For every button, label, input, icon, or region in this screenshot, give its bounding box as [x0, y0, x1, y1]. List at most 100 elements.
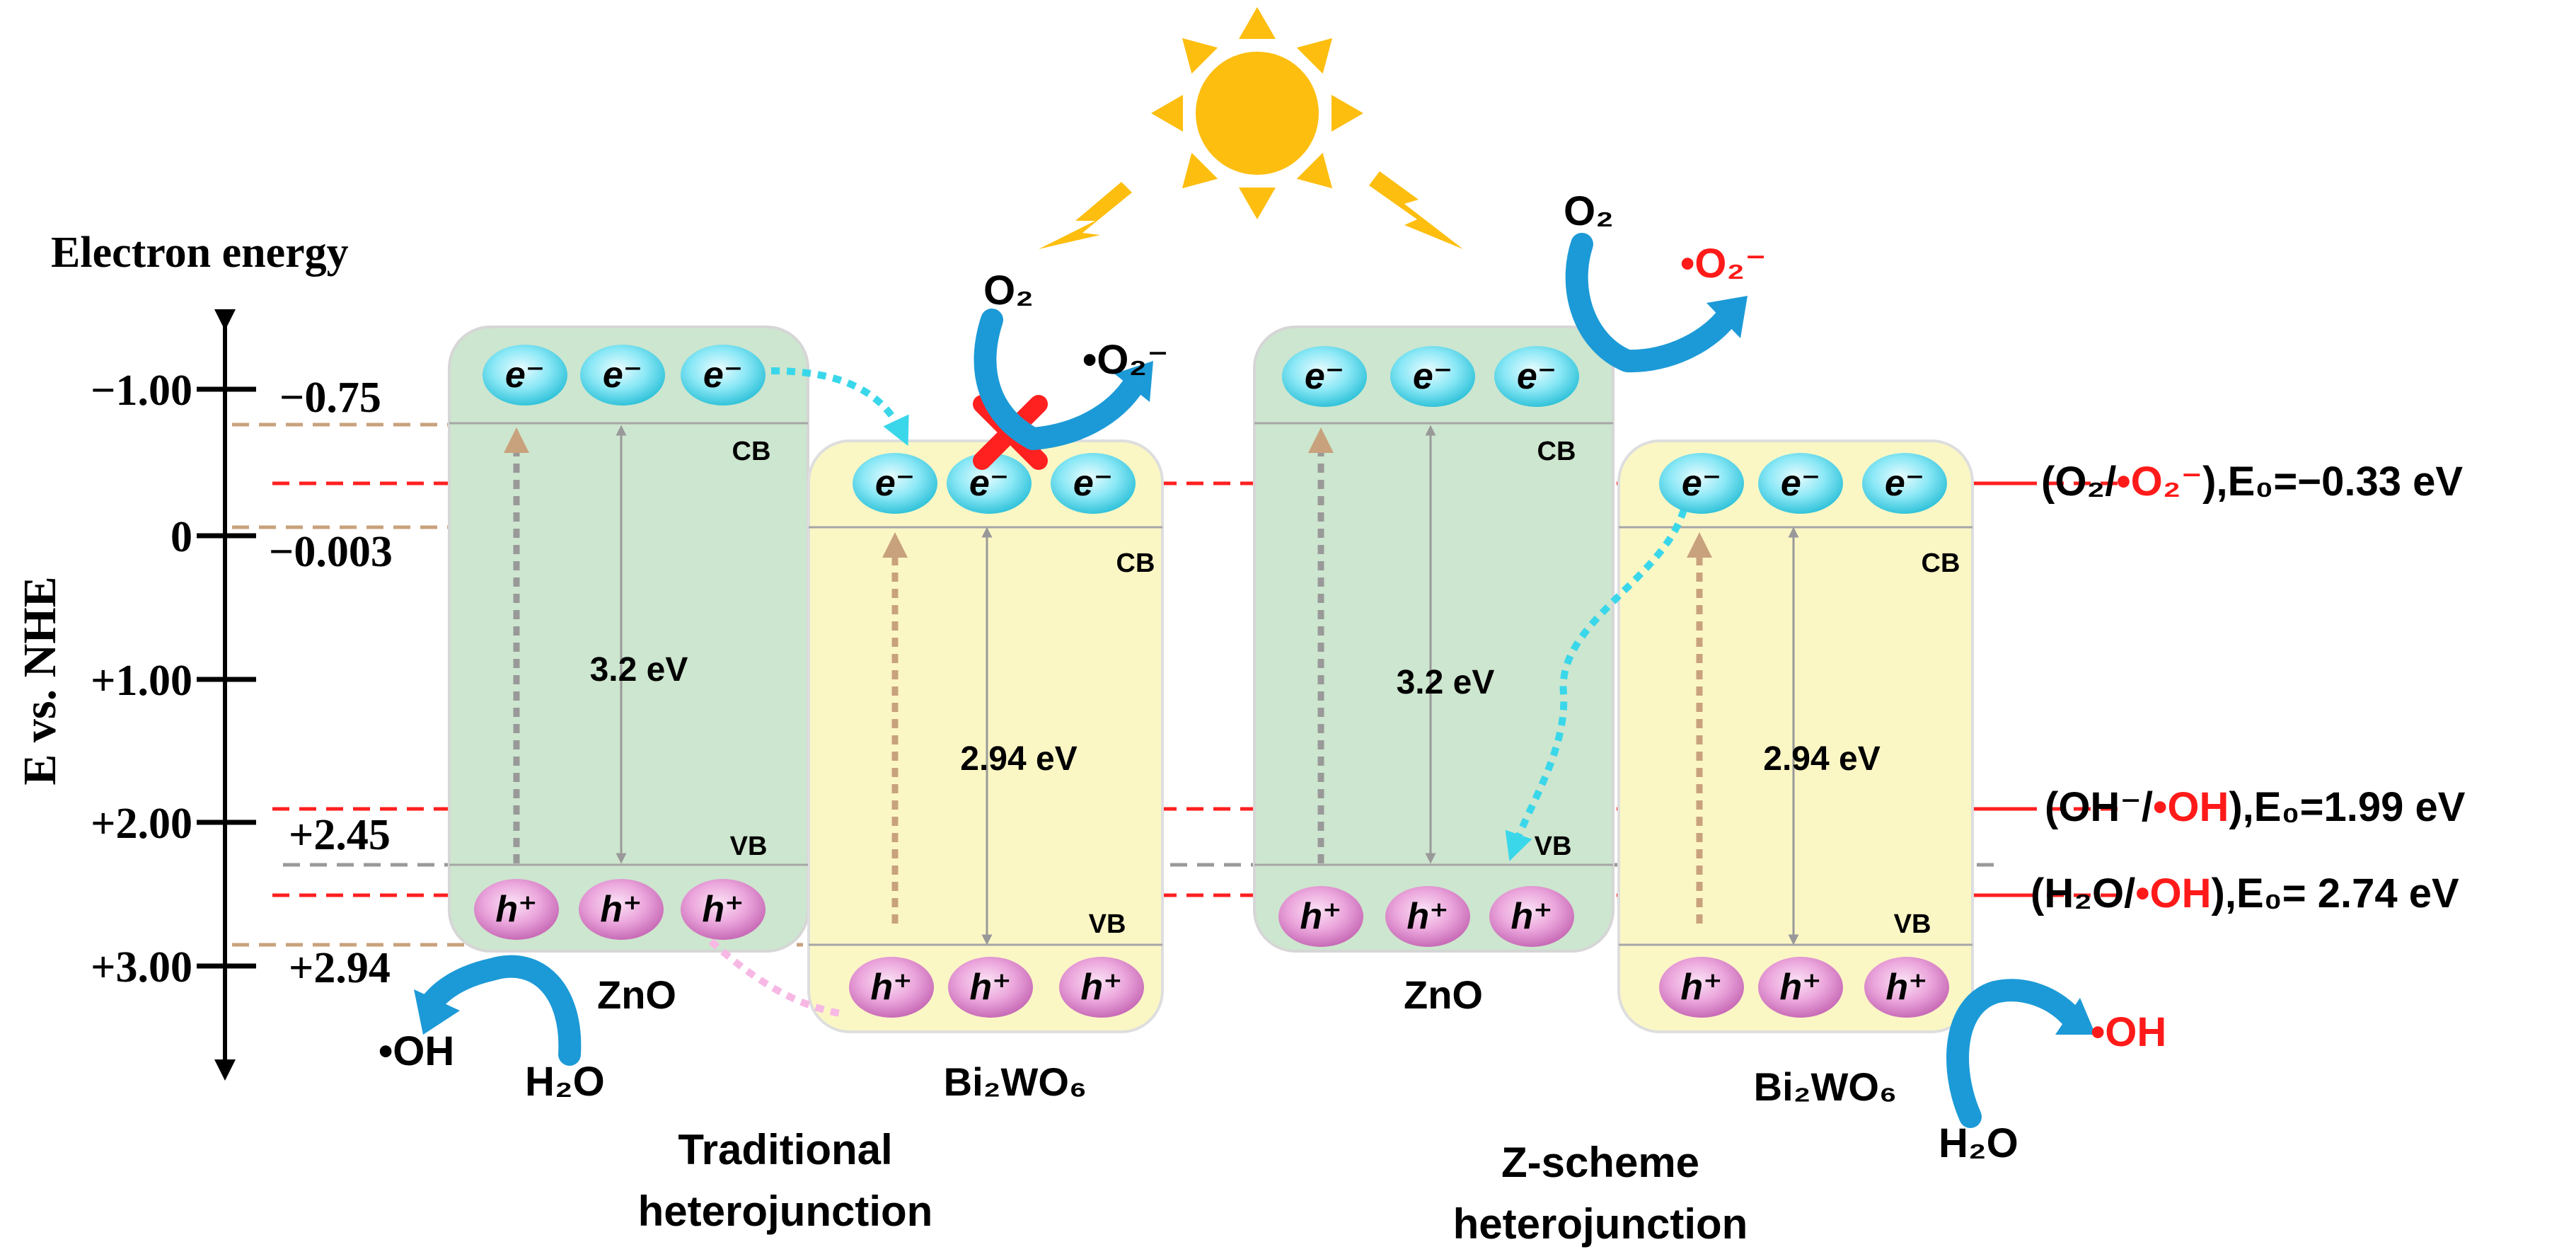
hole-label: h⁺: [702, 889, 744, 930]
o2-label: O₂: [983, 268, 1034, 314]
electron-label: e⁻: [1073, 463, 1113, 504]
sun-ray: [1296, 152, 1333, 189]
electron-label: e⁻: [703, 355, 743, 396]
panel-title: Traditional: [678, 1126, 892, 1173]
cb-label: CB: [1537, 437, 1576, 466]
vb-label: VB: [1894, 909, 1931, 939]
electron: e⁻: [1758, 453, 1843, 514]
o2-label: O₂: [1564, 188, 1614, 234]
electron-label: e⁻: [505, 355, 545, 396]
hole: h⁺: [1758, 957, 1843, 1018]
hole-label: h⁺: [1885, 967, 1927, 1008]
sun-ray: [1239, 188, 1276, 219]
electron: e⁻: [853, 453, 937, 514]
vb-label: VB: [730, 832, 768, 861]
hole-label: h⁺: [1779, 967, 1821, 1008]
sun-ray: [1151, 95, 1183, 132]
couple-prefix: (H₂O/: [2031, 870, 2135, 916]
axis-ylabel: E vs. NHE: [14, 576, 66, 785]
bwo-bandgap-label: 2.94 eV: [960, 740, 1077, 778]
couple-radical: •OH: [2135, 870, 2211, 916]
hole: h⁺: [1864, 957, 1949, 1018]
hole-label: h⁺: [1511, 896, 1552, 937]
electron-label: e⁻: [1305, 356, 1344, 397]
electron: e⁻: [483, 345, 567, 406]
electron: e⁻: [1862, 453, 1947, 514]
cb-label: CB: [732, 437, 771, 466]
hole-transfer-arrow: [708, 938, 841, 1017]
band-edge-value: −0.003: [269, 528, 393, 576]
electron: e⁻: [1494, 346, 1579, 407]
zno-label: ZnO: [1404, 972, 1483, 1017]
panel-title: heterojunction: [1453, 1200, 1748, 1248]
sun-ray: [1182, 38, 1218, 74]
hole: h⁺: [1278, 886, 1363, 947]
couple-prefix: (O₂/: [2041, 459, 2116, 505]
hole-label: h⁺: [1407, 896, 1448, 937]
oh-radical-label: •OH: [2091, 1009, 2166, 1055]
band-edge-value: −0.75: [279, 374, 381, 422]
hole: h⁺: [948, 957, 1033, 1018]
hole-label: h⁺: [495, 889, 537, 930]
axis-tick-label: +2.00: [91, 800, 192, 848]
redox-potential-label: (OH⁻/•OH),E₀=1.99 eV: [2045, 784, 2466, 830]
cb-label: CB: [1116, 548, 1155, 578]
excitation-arrows: [504, 425, 1799, 945]
sun-ray: [1182, 152, 1218, 189]
couple-potential: ),E₀= 2.74 eV: [2212, 870, 2459, 916]
electron: e⁻: [1282, 346, 1367, 407]
axis-tick-label: −1.00: [91, 367, 192, 415]
panel-title: heterojunction: [638, 1188, 933, 1235]
redox-potential-label: (H₂O/•OH),E₀= 2.74 eV: [2031, 870, 2459, 916]
lightning-icon: [1369, 171, 1463, 249]
couple-potential: ),E₀=1.99 eV: [2229, 784, 2465, 830]
electron-label: e⁻: [1413, 356, 1452, 397]
zscheme-transfer-arrow: [1505, 508, 1687, 861]
band-edge-value: +2.45: [289, 811, 391, 859]
oh-radical-label: •OH: [379, 1028, 454, 1074]
sun-ray: [1296, 38, 1333, 74]
couple-radical: •OH: [2153, 784, 2229, 830]
hole: h⁺: [681, 879, 766, 940]
lightning-icon: [1039, 182, 1132, 249]
panel-title: Z-scheme: [1501, 1139, 1699, 1186]
hole-label: h⁺: [870, 967, 912, 1008]
bwo-label: Bi₂WO₆: [1754, 1064, 1898, 1109]
energy-axis: [197, 309, 256, 1081]
bwo-bandgap-label: 2.94 eV: [1763, 740, 1880, 778]
superoxide-label: •O₂⁻: [1680, 241, 1767, 287]
hole-label: h⁺: [1680, 967, 1722, 1008]
electron-transfer-arrow: [770, 367, 909, 447]
electron-label: e⁻: [1682, 463, 1721, 504]
bwo-band-box: [807, 439, 1164, 1033]
hole-label: h⁺: [1080, 967, 1122, 1008]
electron: e⁻: [947, 453, 1032, 514]
axis-tick-label: +3.00: [91, 943, 192, 991]
electron: e⁻: [1659, 453, 1744, 514]
electron: e⁻: [1390, 346, 1475, 407]
electron-label: e⁻: [1885, 463, 1924, 504]
electron: e⁻: [1051, 453, 1136, 514]
hole: h⁺: [1489, 886, 1574, 947]
couple-potential: ),E₀=−0.33 eV: [2202, 459, 2463, 505]
hole: h⁺: [1385, 886, 1470, 947]
electron: e⁻: [681, 345, 766, 406]
bwo-label: Bi₂WO₆: [944, 1059, 1087, 1104]
superoxide-label: •O₂⁻: [1082, 337, 1169, 383]
redox-arrows: [414, 233, 2096, 1128]
sun-ray: [1332, 95, 1363, 132]
hole: h⁺: [849, 957, 934, 1018]
axis-tick-label: 0: [171, 513, 192, 561]
redox-potential-label: (O₂/•O₂⁻),E₀=−0.33 eV: [2041, 459, 2463, 505]
h2o-label: H₂O: [1939, 1120, 2018, 1166]
cb-label: CB: [1922, 548, 1960, 578]
hole: h⁺: [474, 879, 559, 940]
band-edge-value: +2.94: [289, 944, 391, 992]
vb-label: VB: [1535, 832, 1572, 861]
electron-label: e⁻: [1517, 356, 1556, 397]
zno-bandgap-label: 3.2 eV: [1397, 664, 1495, 701]
hole-label: h⁺: [969, 967, 1011, 1008]
h2o-label: H₂O: [525, 1059, 605, 1105]
sun-icon: [1151, 7, 1363, 219]
